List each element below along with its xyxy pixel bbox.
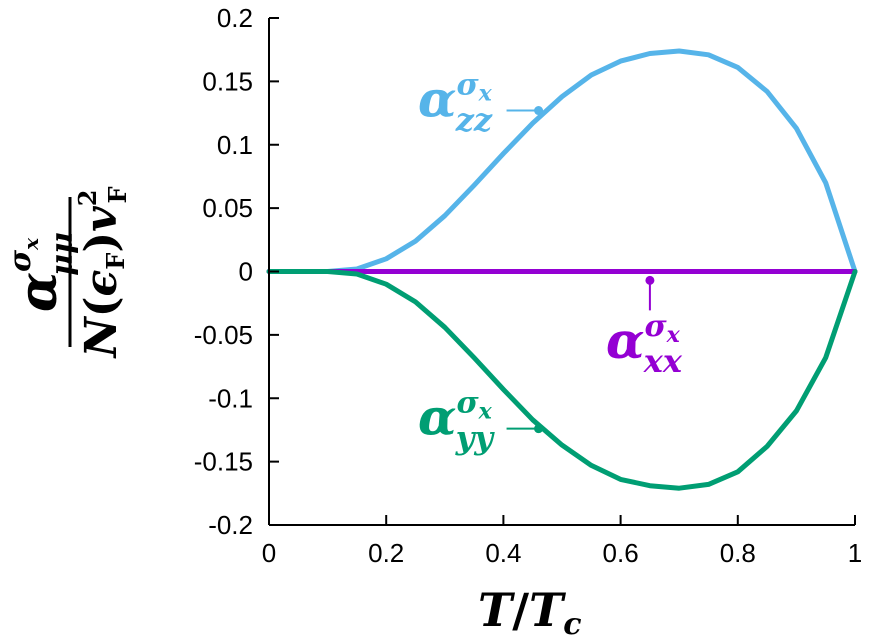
x-axis-label: T/Tc [478, 583, 582, 637]
series-layer [266, 48, 858, 491]
series-line-yy [266, 269, 858, 491]
x-tick-label: 0.8 [720, 538, 756, 568]
y-axis-label: ασxμμ N(ϵF)v2F [3, 186, 132, 359]
x-tick-label: 0.4 [485, 538, 521, 568]
y-tick-label: -0.2 [208, 510, 253, 540]
y-tick-label: 0.2 [217, 3, 253, 33]
series-line-zz [266, 48, 858, 274]
x-tick-label: 0.2 [368, 538, 404, 568]
leader-dot-yy [534, 424, 544, 434]
y-tick-label: 0.05 [202, 193, 253, 223]
x-tick-label: 0 [262, 538, 276, 568]
y-tick-label: 0.15 [202, 66, 253, 96]
y-tick-label: -0.15 [194, 447, 253, 477]
y-tick-label: 0.1 [217, 130, 253, 160]
leader-dot-zz [534, 106, 544, 116]
leader-dot-xx [645, 275, 655, 285]
y-tick-label: -0.05 [194, 320, 253, 350]
x-tick-label: 1 [848, 538, 862, 568]
y-tick-label: 0 [239, 257, 253, 287]
y-tick-label: -0.1 [208, 383, 253, 413]
y-label-numerator: ασxμμ [3, 232, 80, 312]
y-label-denominator: N(ϵF)v2F [73, 186, 132, 359]
x-tick-label: 0.6 [603, 538, 639, 568]
ticks-layer: 0 0.2 0.4 0.6 0.8 1 0.2 0.15 0.1 0.05 0 -0.05 -0.1 -0… [194, 3, 863, 568]
